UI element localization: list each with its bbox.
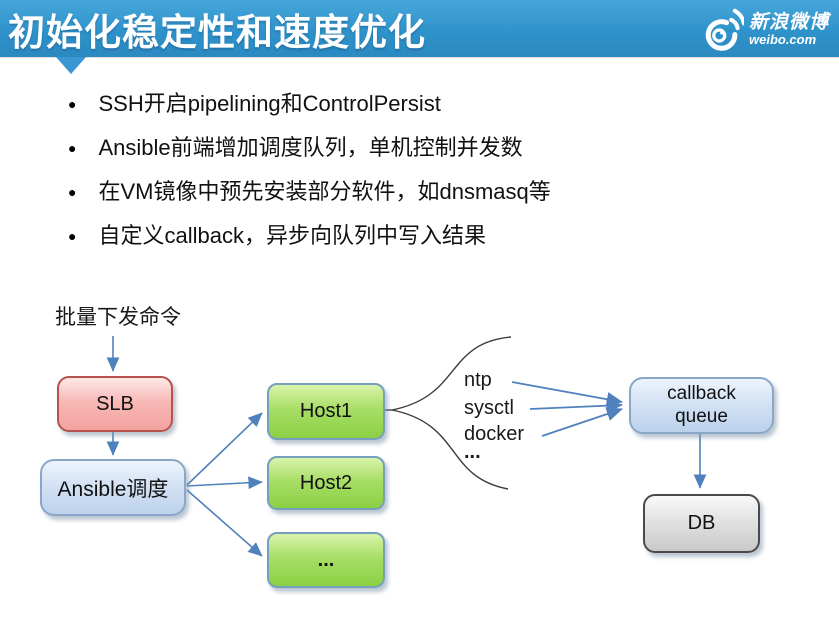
brace-item-ntp: ntp	[464, 369, 492, 391]
slide-header: 初始化稳定性和速度优化 新浪微博 weibo.com	[0, 0, 839, 57]
page-title: 初始化稳定性和速度优化	[8, 12, 426, 53]
logo-text: 新浪微博 weibo.com	[749, 13, 829, 47]
logo-domain: weibo.com	[748, 32, 817, 48]
bullet-text: 在VM镜像中预先安装部分软件，如dnsmasq等	[98, 179, 551, 204]
weibo-eye-icon	[705, 8, 744, 51]
brace-item-docker: docker	[464, 423, 525, 445]
flow-label: 批量下发命令	[55, 306, 181, 329]
bullet-dot: ●	[68, 140, 77, 156]
node-slb: SLB	[57, 376, 173, 432]
bullet-text: SSH开启pipelining和ControlPersist	[98, 91, 441, 116]
bullet-item: ● Ansible前端增加调度队列，单机控制并发数	[68, 134, 551, 162]
weibo-logo: 新浪微博 weibo.com	[700, 5, 829, 55]
node-host-more: ...	[267, 532, 385, 588]
node-ansible-scheduler: Ansible调度	[40, 459, 186, 516]
node-host1: Host1	[267, 383, 385, 440]
bullet-item: ● 自定义callback，异步向队列中写入结果	[68, 222, 551, 250]
bullet-list: ● SSH开启pipelining和ControlPersist ● Ansib…	[68, 90, 551, 266]
brace-item-sysctl: sysctl	[464, 397, 514, 419]
logo-brand: 新浪微博	[748, 12, 829, 34]
bullet-text: Ansible前端增加调度队列，单机控制并发数	[98, 135, 523, 160]
bullet-text: 自定义callback，异步向队列中写入结果	[98, 223, 486, 248]
bullet-item: ● 在VM镜像中预先安装部分软件，如dnsmasq等	[68, 178, 551, 206]
bullet-item: ● SSH开启pipelining和ControlPersist	[68, 90, 551, 118]
node-host2: Host2	[267, 456, 385, 510]
header-ribbon-tab	[56, 57, 86, 74]
bullet-dot: ●	[68, 96, 77, 112]
callback-queue-label: callback queue	[667, 382, 736, 427]
bullet-dot: ●	[68, 228, 77, 244]
bullet-dot: ●	[68, 184, 77, 200]
node-db: DB	[643, 494, 760, 553]
brace-item-more: ...	[464, 441, 481, 463]
node-callback-queue: callback queue	[629, 377, 774, 434]
